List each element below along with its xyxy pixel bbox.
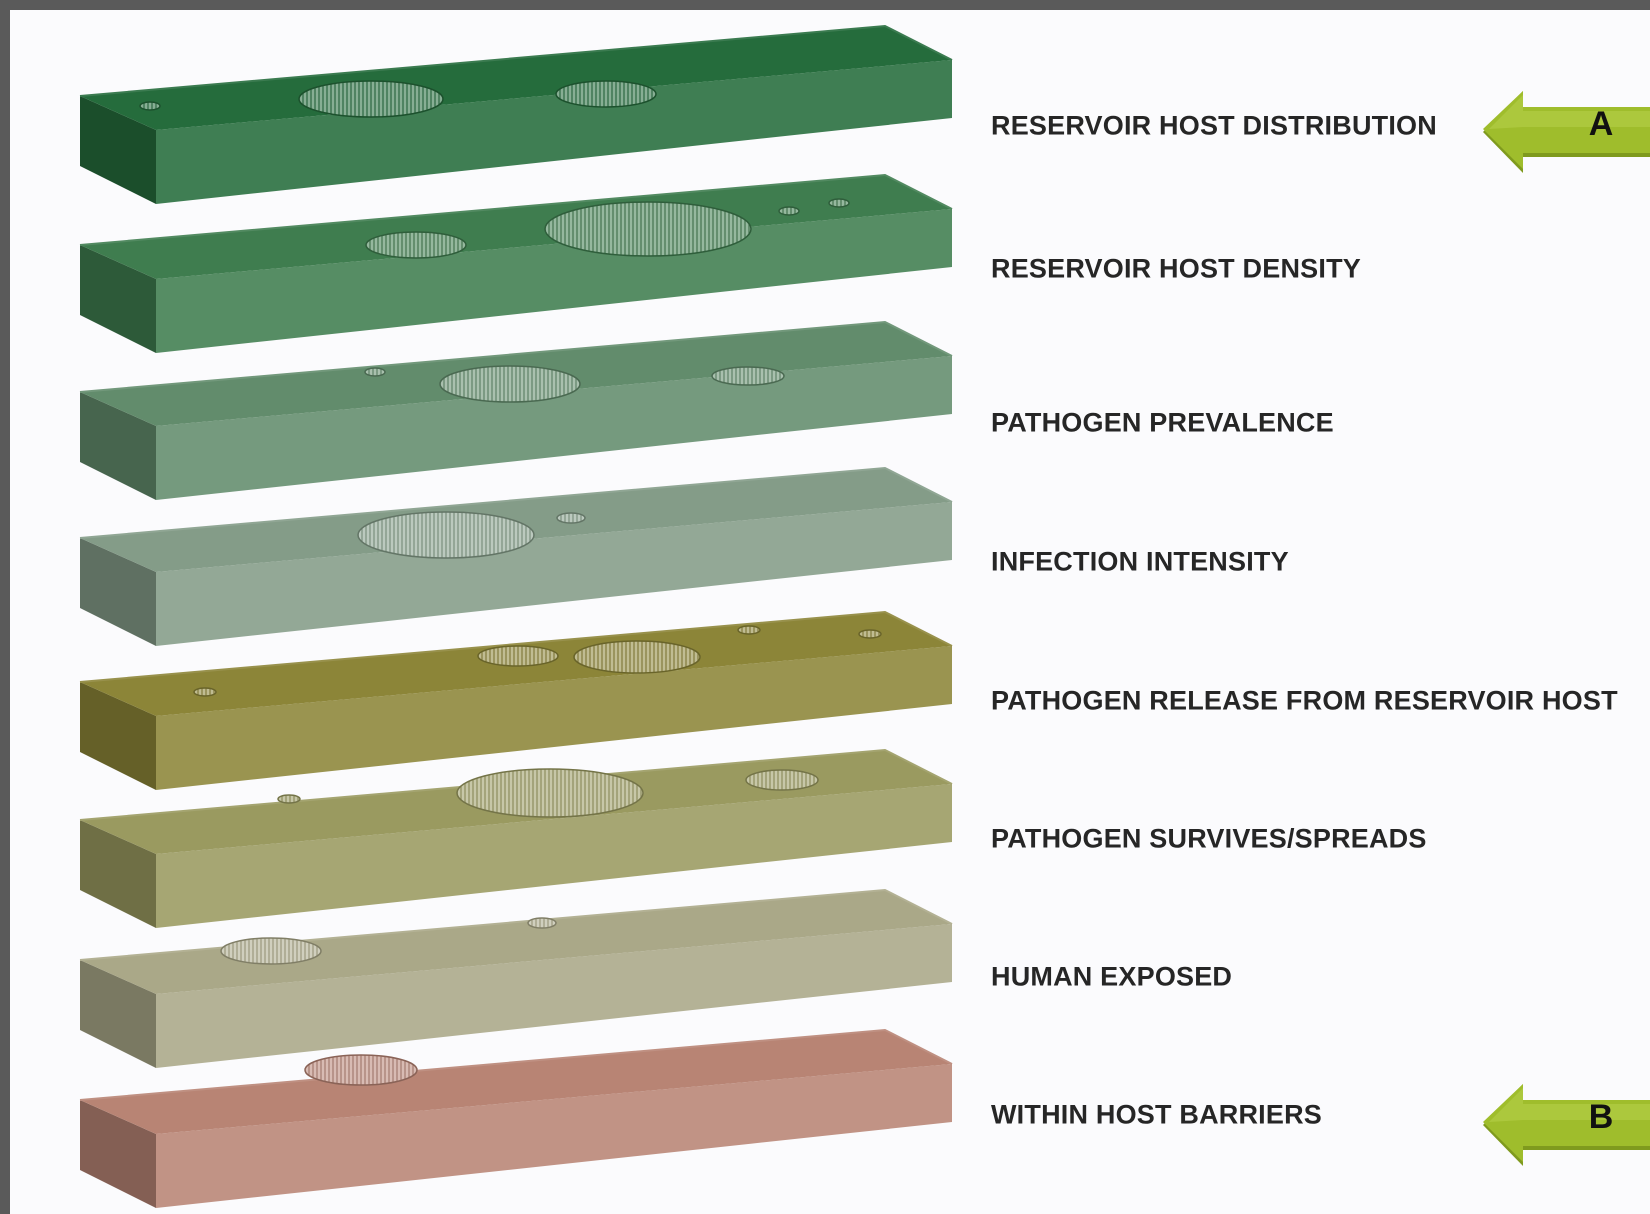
layer-label-reservoir-host-density: RESERVOIR HOST DENSITY bbox=[991, 253, 1361, 284]
slab-hole bbox=[365, 231, 467, 259]
arrow-left-icon bbox=[1483, 1084, 1650, 1166]
slab-hole bbox=[139, 101, 161, 111]
layer-label-pathogen-prevalence: PATHOGEN PREVALENCE bbox=[991, 407, 1334, 438]
slab-hole bbox=[527, 917, 557, 929]
slab-hole bbox=[277, 794, 301, 804]
layer-label-pathogen-survives-spreads: PATHOGEN SURVIVES/SPREADS bbox=[991, 823, 1427, 854]
arrow-left-icon bbox=[1483, 91, 1650, 173]
slab-hole bbox=[456, 768, 644, 818]
layer-slab-3 bbox=[79, 320, 953, 500]
slab-hole bbox=[778, 206, 800, 216]
layer-label-pathogen-release: PATHOGEN RELEASE FROM RESERVOIR HOST bbox=[991, 685, 1618, 716]
layer-label-human-exposed: HUMAN EXPOSED bbox=[991, 961, 1233, 992]
slab-hole bbox=[544, 201, 752, 257]
layer-stack bbox=[79, 24, 953, 1208]
slab-hole bbox=[364, 367, 386, 377]
marker-letter-b: B bbox=[1588, 1098, 1614, 1136]
layer-slab-2 bbox=[79, 173, 953, 353]
slab-hole bbox=[220, 937, 322, 965]
slab-hole bbox=[556, 512, 586, 524]
marker-arrow-b: B bbox=[1483, 1084, 1650, 1166]
slab-hole bbox=[555, 80, 657, 108]
layer-slab-7 bbox=[79, 888, 953, 1068]
slab-hole bbox=[193, 687, 217, 697]
layer-slab-5 bbox=[79, 610, 953, 790]
slab-hole bbox=[828, 198, 850, 208]
slab-hole bbox=[737, 625, 761, 635]
layer-slab-4 bbox=[79, 466, 953, 646]
diagram-panel: RESERVOIR HOST DISTRIBUTION RESERVOIR HO… bbox=[10, 10, 1650, 1214]
slab-hole bbox=[711, 366, 785, 386]
marker-letter-a: A bbox=[1588, 105, 1614, 143]
layer-slab-6 bbox=[79, 748, 953, 928]
slab-hole bbox=[745, 769, 819, 791]
layer-slab-1 bbox=[79, 24, 953, 204]
slab-hole bbox=[298, 80, 444, 118]
slab-hole bbox=[439, 365, 581, 403]
layer-label-within-host-barriers: WITHIN HOST BARRIERS bbox=[991, 1099, 1322, 1130]
slab-hole bbox=[304, 1054, 418, 1086]
slab-hole bbox=[477, 645, 559, 667]
layer-label-reservoir-host-distribution: RESERVOIR HOST DISTRIBUTION bbox=[991, 110, 1437, 141]
slab-hole bbox=[573, 640, 701, 674]
slab-hole bbox=[357, 511, 535, 559]
slab-hole bbox=[858, 629, 882, 639]
layer-label-infection-intensity: INFECTION INTENSITY bbox=[991, 546, 1289, 577]
layer-slab-8 bbox=[79, 1028, 953, 1208]
marker-arrow-a: A bbox=[1483, 91, 1650, 173]
